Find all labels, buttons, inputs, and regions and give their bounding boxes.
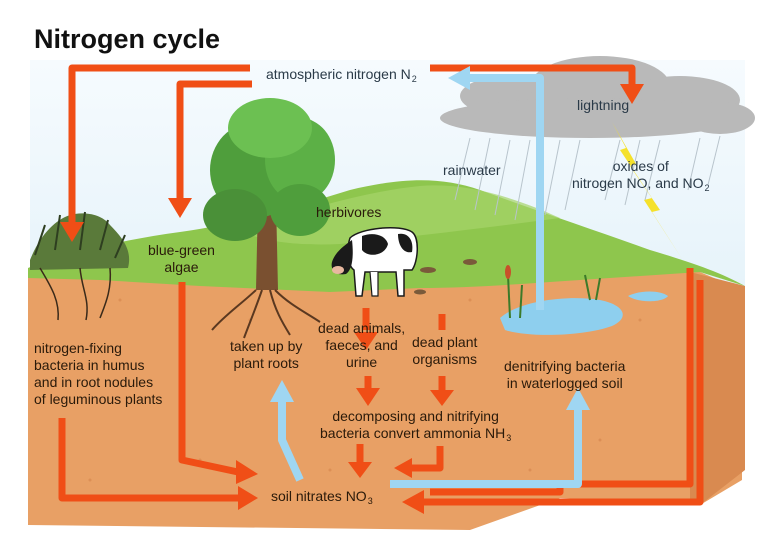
soil-nitrates-sub: 3	[367, 496, 373, 506]
arrow-nitrates-to-denitrifying	[390, 408, 582, 488]
tree-icon	[203, 98, 335, 339]
arrow-algae-to-nitrates	[178, 282, 239, 476]
label-decomposing: decomposing and nitrifying bacteria conv…	[320, 408, 511, 447]
orange-arrowheads	[60, 84, 644, 514]
decomposing-line1: decomposing and nitrifying	[332, 408, 499, 424]
atmospheric-text: atmospheric nitrogen N	[266, 66, 411, 82]
soil-nitrates-text: soil nitrates NO	[271, 488, 367, 504]
label-lightning: lightning	[577, 97, 630, 113]
blue-green-line1: blue-green	[148, 242, 215, 258]
arrow-atmosphere-to-algae	[176, 80, 252, 198]
blue-arrowheads	[270, 66, 590, 410]
soil-side	[690, 272, 745, 505]
arrow-atmosphere-to-lightning	[430, 64, 636, 84]
arrow-fixing-to-nitrates	[58, 418, 238, 502]
label-herbivores: herbivores	[316, 204, 382, 220]
label-atmospheric-nitrogen: atmospheric nitrogen N2	[266, 66, 417, 88]
decomposing-line2-text: bacteria convert ammonia NH	[320, 425, 506, 441]
decomposing-sub: 3	[506, 433, 512, 443]
label-taken-up: taken up by plant roots	[230, 338, 302, 372]
oxides-sub: 2	[704, 183, 710, 193]
arrow-lightning-to-nitrates	[420, 280, 704, 506]
arrow-rain-to-atmosphere	[470, 74, 544, 310]
label-dead-animals: dead animals, faeces, and urine	[318, 320, 405, 371]
label-rainwater: rainwater	[443, 162, 501, 178]
arrow-atmosphere-to-fixing	[68, 64, 250, 222]
dead-plant-line1: dead plant	[412, 334, 478, 350]
dead-animals-line1: dead animals,	[318, 320, 406, 336]
orange-stubs	[364, 314, 446, 392]
pond-small	[628, 291, 668, 302]
oxides-line1: oxides of	[612, 158, 669, 174]
fixing-line3: and in root nodules	[34, 374, 154, 390]
blue-green-line2: algae	[164, 259, 199, 275]
arrow-nitrates-to-roots	[278, 400, 304, 482]
arrow-dead-plants	[410, 446, 444, 472]
label-soil-nitrates: soil nitrates NO3	[271, 488, 373, 510]
decomposing-line2: bacteria convert ammonia NH3	[320, 425, 511, 447]
lightning-bolt-icon	[612, 122, 684, 262]
taken-up-line1: taken up by	[230, 338, 303, 354]
cow-icon	[331, 227, 418, 297]
dead-animals-line2: faeces, and	[325, 337, 398, 353]
reed-icon	[507, 274, 601, 319]
oxides-line2: nitrogen NO, and NO2	[572, 175, 710, 197]
label-blue-green-algae: blue-green algae	[148, 242, 215, 276]
blue-arrows	[278, 74, 582, 488]
atmospheric-sub: 2	[411, 74, 417, 84]
fixing-line4: of leguminous plants	[34, 391, 163, 407]
label-oxides: oxides of nitrogen NO, and NO2	[572, 158, 710, 197]
cattail-icon	[505, 265, 511, 279]
label-denitrifying: denitrifying bacteria in waterlogged soi…	[504, 358, 625, 392]
grass-highlight	[240, 185, 560, 245]
denitrifying-line2: in waterlogged soil	[506, 375, 623, 391]
dead-animals-line3: urine	[346, 354, 378, 370]
pond-icon	[500, 298, 623, 335]
rain-streaks	[454, 135, 721, 221]
shrub-icon	[30, 211, 130, 321]
fixing-line1: nitrogen-fixing	[34, 340, 122, 356]
oxides-line2-text: nitrogen NO, and NO	[572, 175, 704, 191]
label-dead-plant: dead plant organisms	[412, 334, 477, 368]
ground-stones	[414, 259, 477, 295]
label-nitrogen-fixing: nitrogen-fixing bacteria in humus and in…	[34, 340, 162, 408]
page-title: Nitrogen cycle	[34, 24, 221, 54]
dead-plant-line2: organisms	[412, 351, 477, 367]
fixing-line2: bacteria in humus	[34, 357, 145, 373]
taken-up-line2: plant roots	[233, 355, 299, 371]
denitrifying-line1: denitrifying bacteria	[504, 358, 626, 374]
